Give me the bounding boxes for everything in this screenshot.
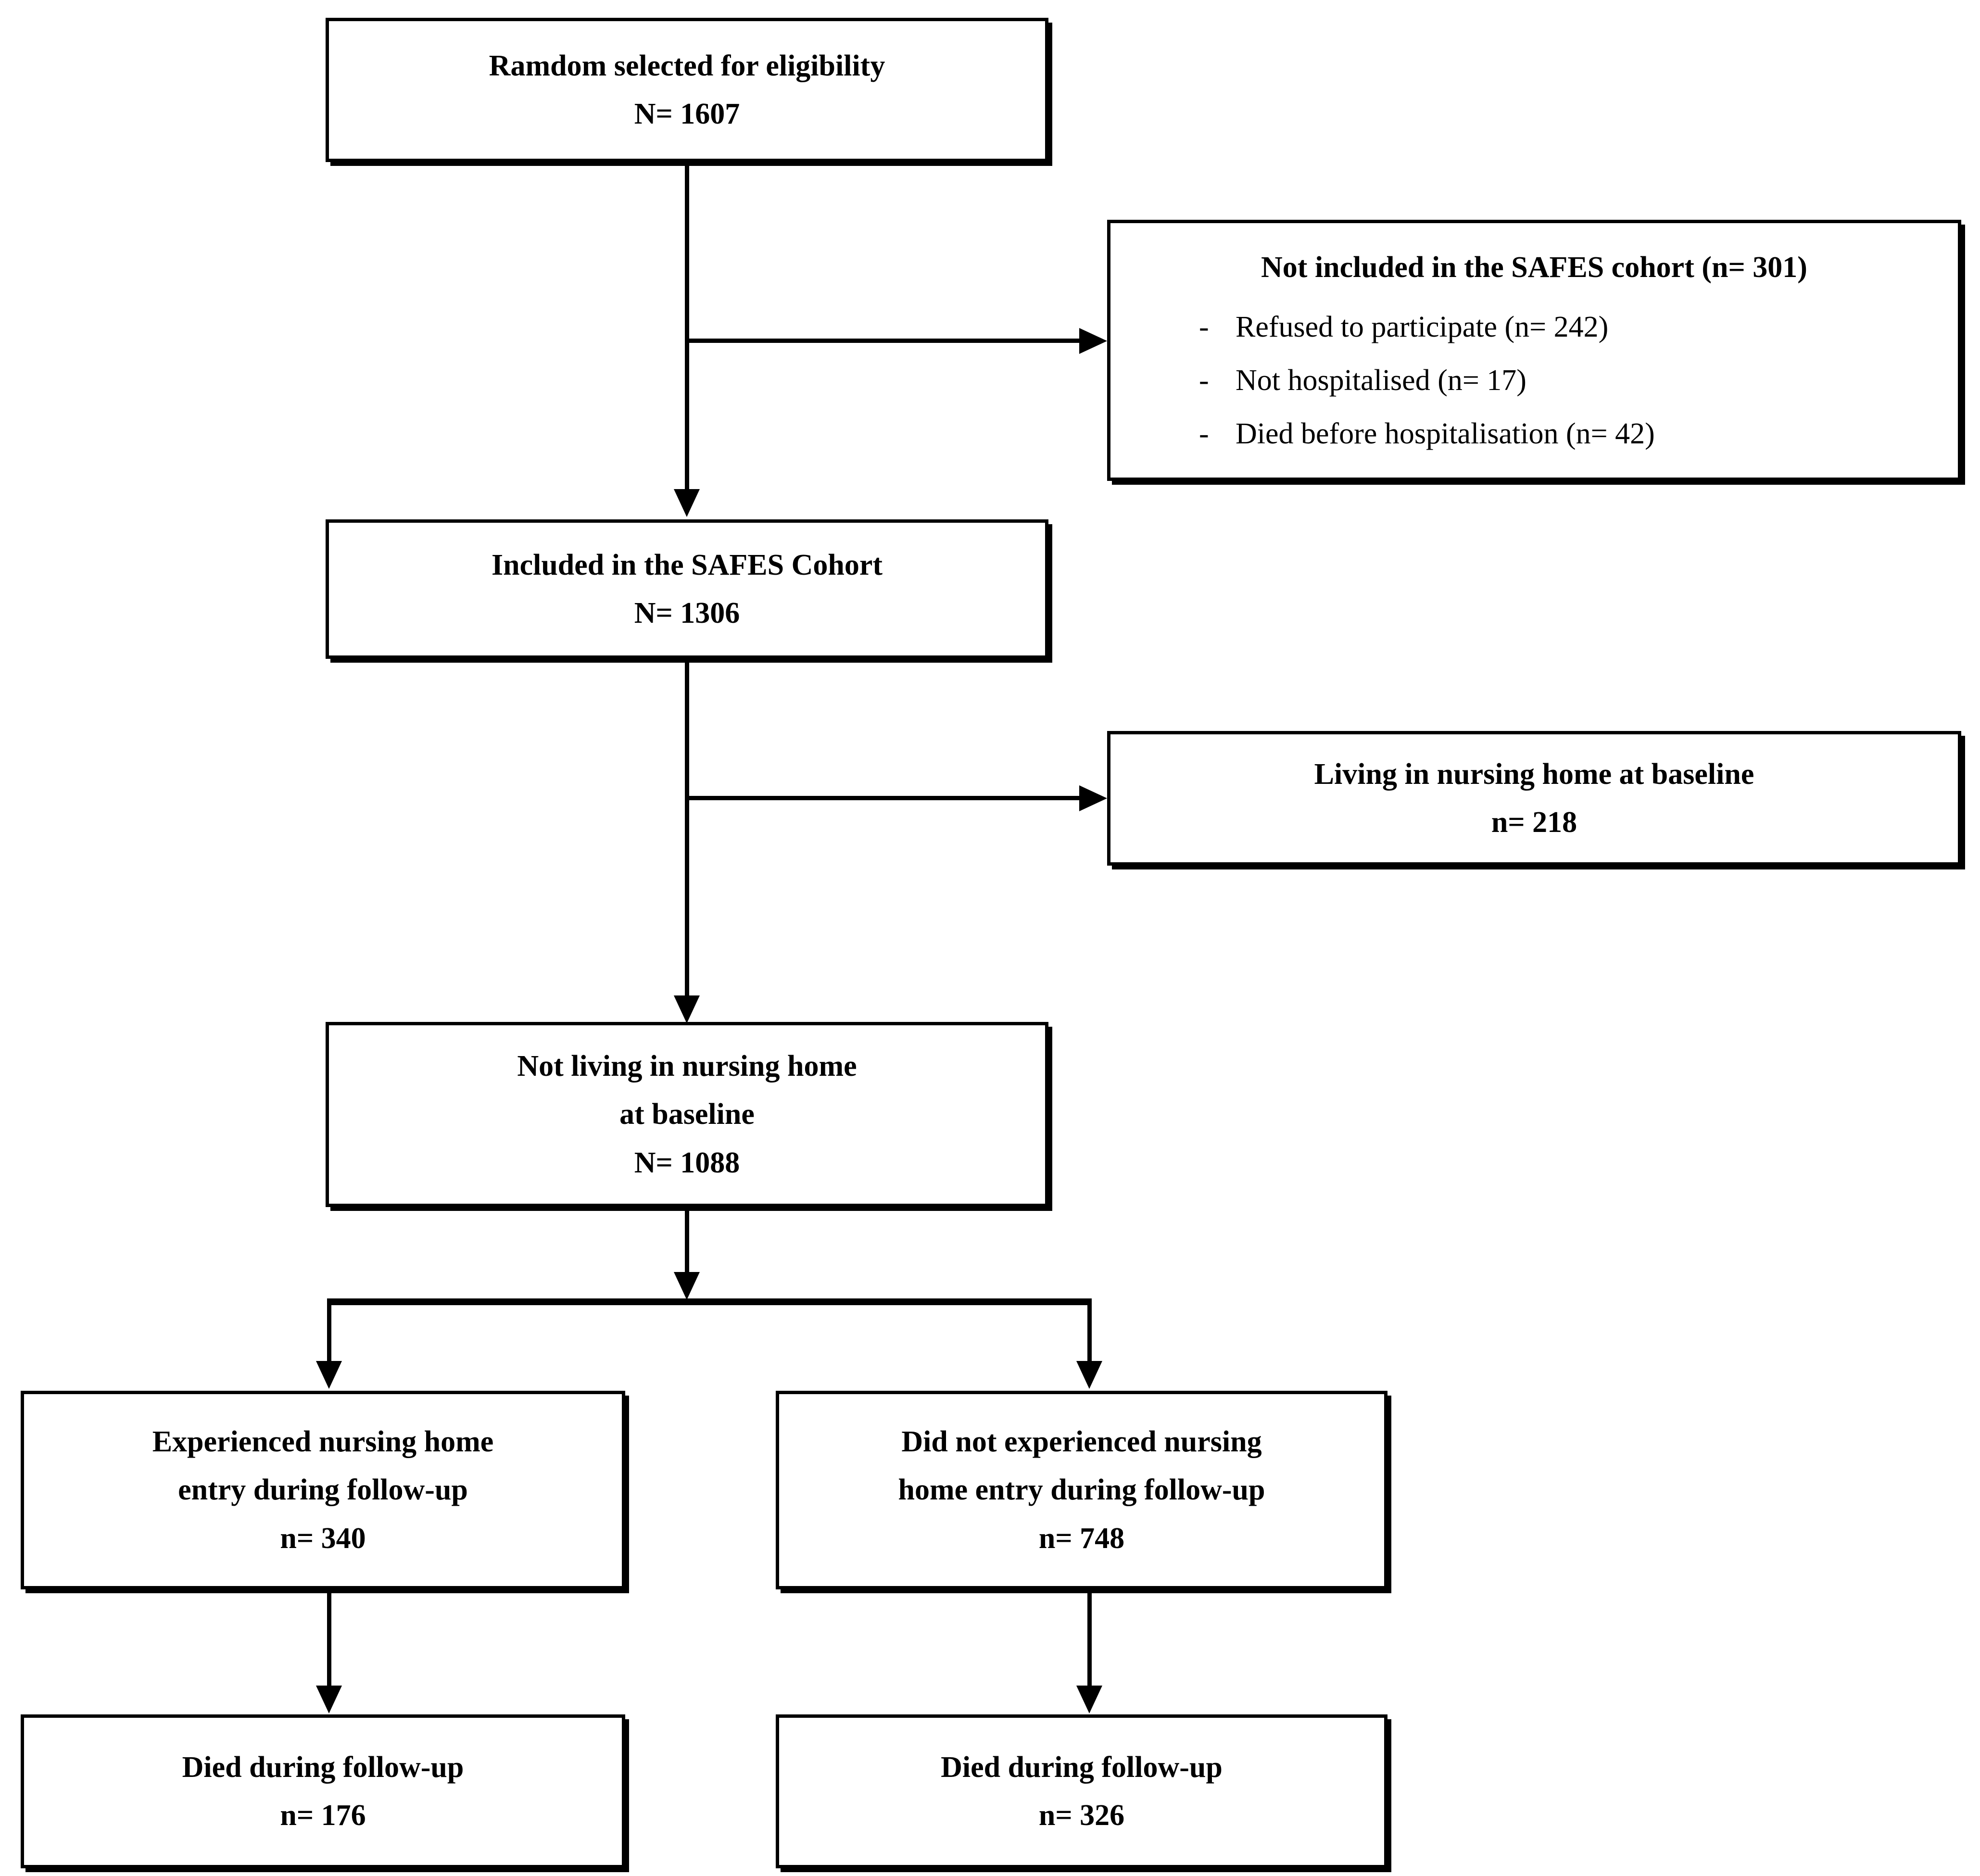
node-eligibility-line1: Ramdom selected for eligibility [489,49,885,82]
bullet-dash: - [1199,417,1209,450]
connector-split-right [1087,1298,1092,1361]
node-not-living-line3: N= 1088 [634,1146,740,1179]
arrowhead-eligibility-to-included [674,489,700,517]
node-eligibility: Ramdom selected for eligibility N= 1607 [326,18,1048,162]
list-item: - Refused to participate (n= 242) [1199,308,1942,347]
node-included-cohort-line1: Included in the SAFES Cohort [491,548,883,581]
bullet-dash: - [1199,311,1209,344]
connector-experienced-to-died [327,1589,331,1686]
arrowhead-split-right [1076,1361,1102,1389]
not-included-reason-list: - Refused to participate (n= 242) - Not … [1127,308,1942,467]
connector-not-living-to-split [685,1207,689,1272]
list-item-label: Not hospitalised (n= 17) [1236,364,1526,397]
node-not-living-line1: Not living in nursing home [517,1049,857,1083]
node-included-cohort: Included in the SAFES Cohort N= 1306 [326,519,1048,659]
bullet-dash: - [1199,364,1209,397]
arrowhead-not-living-to-split [674,1272,700,1300]
node-not-living-line2: at baseline [619,1098,755,1131]
node-living-nursing-home: Living in nursing home at baseline n= 21… [1107,731,1961,866]
node-died-right-line2: n= 326 [1038,1799,1125,1832]
node-included-cohort-line2: N= 1306 [634,597,740,630]
connector-included-to-not-living [685,659,689,995]
node-living-nursing-home-line2: n= 218 [1491,806,1577,839]
arrowhead-experienced-to-died [316,1686,342,1713]
connector-split-left [327,1298,331,1361]
node-died-left: Died during follow-up n= 176 [21,1714,625,1868]
connector-not-experienced-to-died [1087,1589,1092,1686]
node-experienced-entry-line1: Experienced nursing home [152,1425,494,1458]
list-item-label: Died before hospitalisation (n= 42) [1236,417,1655,450]
connector-eligibility-to-included [685,162,689,489]
list-item-label: Refused to participate (n= 242) [1236,311,1609,344]
arrowhead-included-to-not-living [674,995,700,1023]
connector-to-not-included [685,339,1079,343]
node-not-included-heading: Not included in the SAFES cohort (n= 301… [1261,251,1807,284]
node-not-experienced-entry-line2: home entry during follow-up [898,1473,1265,1507]
node-not-experienced-entry-line3: n= 748 [1038,1522,1125,1555]
node-died-right-line1: Died during follow-up [941,1750,1223,1784]
node-not-living-nursing-home: Not living in nursing home at baseline N… [326,1022,1048,1207]
node-experienced-entry-line2: entry during follow-up [178,1473,468,1507]
list-item: - Not hospitalised (n= 17) [1199,361,1942,400]
connector-to-living-nursing-home [685,796,1079,800]
node-died-right: Died during follow-up n= 326 [776,1714,1387,1868]
arrowhead-not-experienced-to-died [1076,1686,1102,1713]
node-living-nursing-home-line1: Living in nursing home at baseline [1314,757,1754,791]
node-experienced-entry: Experienced nursing home entry during fo… [21,1391,625,1589]
node-experienced-entry-line3: n= 340 [280,1522,366,1555]
node-not-included: Not included in the SAFES cohort (n= 301… [1107,220,1961,481]
arrowhead-to-living-nursing-home [1079,785,1107,811]
arrowhead-to-not-included [1079,328,1107,354]
node-not-experienced-entry: Did not experienced nursing home entry d… [776,1391,1387,1589]
node-died-left-line1: Died during follow-up [182,1750,464,1784]
arrowhead-split-left [316,1361,342,1389]
list-item: - Died before hospitalisation (n= 42) [1199,415,1942,453]
node-not-experienced-entry-line1: Did not experienced nursing [901,1425,1262,1458]
split-bar [327,1298,1092,1305]
node-eligibility-line2: N= 1607 [634,98,740,130]
node-died-left-line2: n= 176 [280,1799,366,1832]
